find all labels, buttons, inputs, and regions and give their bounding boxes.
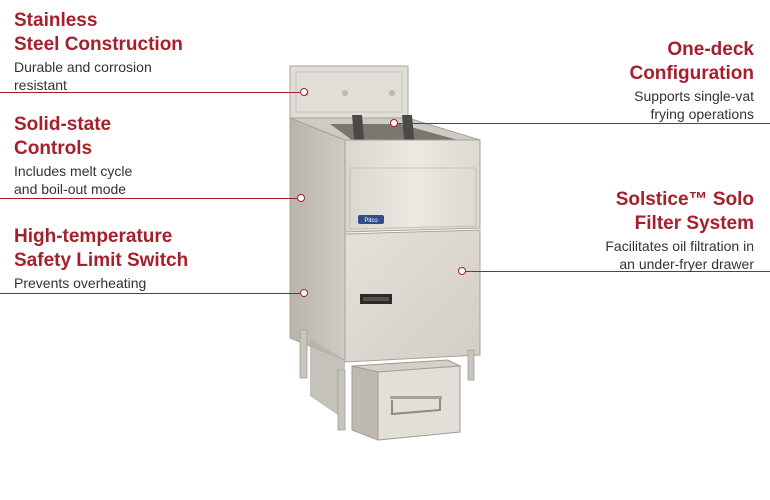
callout-title: Solstice™ Solo Filter System [615, 189, 754, 234]
fryer-side-panel [289, 117, 346, 361]
leader-line-high-temp [0, 293, 300, 294]
callout-description: Facilitates oil filtration in an under-f… [605, 238, 754, 272]
callout-title: Stainless Steel Construction [14, 10, 183, 55]
fryer-leg [467, 349, 475, 381]
fryer-leg [299, 329, 308, 379]
callout-description: Includes melt cycle and boil-out mode [14, 163, 133, 197]
fryer-upper-front [344, 139, 481, 233]
callout-stainless-steel: Stainless Steel Construction Durable and… [14, 9, 183, 94]
leader-line-one-deck [398, 123, 770, 124]
brand-logo-text: Pitco [364, 218, 378, 224]
leader-line-stainless [0, 92, 300, 93]
filter-drawer-front [377, 365, 461, 441]
callout-title: High-temperature Safety Limit Switch [14, 226, 189, 271]
marker-dot-stainless [300, 88, 308, 96]
callout-description: Durable and corrosion resistant [14, 59, 152, 93]
marker-dot-one-deck [390, 119, 398, 127]
marker-dot-solstice [458, 267, 466, 275]
fryer-door [344, 229, 481, 363]
callout-one-deck: One-deck Configuration Supports single-v… [629, 38, 754, 123]
callout-high-temp-switch: High-temperature Safety Limit Switch Pre… [14, 225, 188, 292]
leader-line-solstice [466, 271, 770, 272]
callout-description: Supports single-vat frying operations [634, 88, 754, 122]
marker-dot-solid-state [297, 194, 305, 202]
marker-dot-high-temp [300, 289, 308, 297]
brand-logo-plate [358, 215, 384, 224]
callout-title: Solid-state Controls [14, 114, 112, 159]
filter-drawer-side [351, 365, 379, 441]
leader-line-solid-state [0, 198, 297, 199]
callout-description: Prevents overheating [14, 275, 147, 291]
callout-title: One-deck Configuration [629, 39, 754, 84]
drawer-handle [391, 396, 441, 416]
callout-solid-state-controls: Solid-state Controls Includes melt cycle… [14, 113, 132, 198]
callout-solstice-filter: Solstice™ Solo Filter System Facilitates… [605, 188, 754, 273]
fryer-leg [337, 369, 346, 431]
